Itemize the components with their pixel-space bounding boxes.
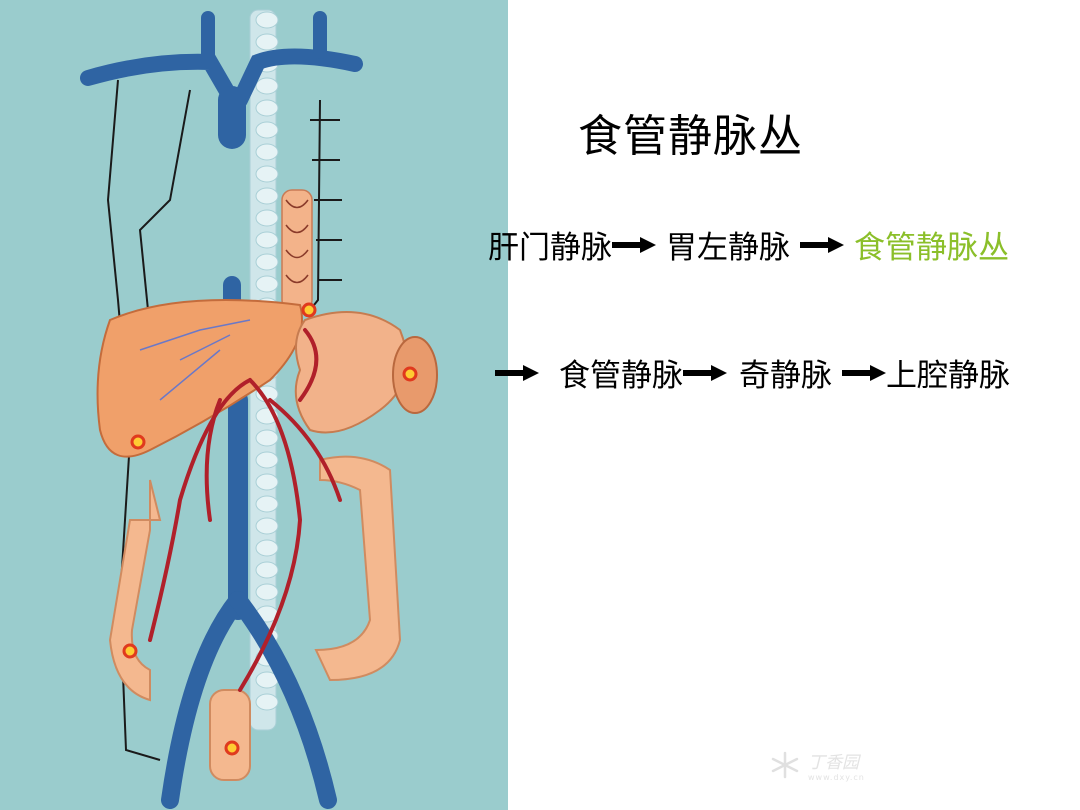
step-azygos-vein: 奇静脉 [739,358,832,394]
step-hepatic-portal-vein: 肝门静脉 [488,230,612,266]
arrow-right-icon [495,364,539,381]
inferior-vena-cava [161,276,337,809]
superior-vena-cava [80,11,363,149]
step-esophageal-vein: 食管静脉 [559,358,683,394]
colon [108,455,402,781]
vertebra [255,77,279,95]
vertebra [255,121,279,139]
vertebra [255,253,279,271]
vertebra [255,143,279,161]
step-esophageal-plexus: 食管静脉丛 [854,230,1009,266]
vertebra [255,451,279,469]
vertebra [255,495,279,513]
vertebra [255,99,279,117]
arrow-right-icon [842,364,886,381]
arteries [148,328,342,692]
pathway-row-2: 食管静脉 奇静脉 上腔静脉 [495,350,1010,395]
vertebra [255,209,279,227]
anatomy-illustration [0,0,508,810]
snowflake-icon [771,751,799,779]
vertebra [255,693,279,711]
vertebra [255,517,279,535]
vertebra [255,429,279,447]
arrow-right-icon [612,236,656,253]
watermark-brand: 丁香园 [808,753,859,773]
vertebra [255,231,279,249]
vertebra [255,275,279,293]
liver [96,299,303,458]
anastomosis-markers [122,302,418,756]
vertebra [255,11,279,29]
vertebra [255,583,279,601]
arrow-right-icon [800,236,844,253]
vertebra [255,473,279,491]
portal-system-diagram [80,9,438,809]
vertebra [255,187,279,205]
step-left-gastric-vein: 胃左静脉 [666,230,790,266]
arrow-right-icon [683,364,727,381]
vertebra [255,165,279,183]
watermark-url: www.dxy.cn [808,773,865,782]
vertebra [255,539,279,557]
page-title: 食管静脉丛 [578,111,803,162]
step-superior-vena-cava: 上腔静脉 [886,358,1010,394]
watermark-logo: 丁香园 www.dxy.cn [768,748,865,782]
vertebra [255,561,279,579]
pathway-row-1: 肝门静脉 胃左静脉 食管静脉丛 [488,222,1009,267]
vertebra [255,33,279,51]
esophagus [281,189,313,311]
